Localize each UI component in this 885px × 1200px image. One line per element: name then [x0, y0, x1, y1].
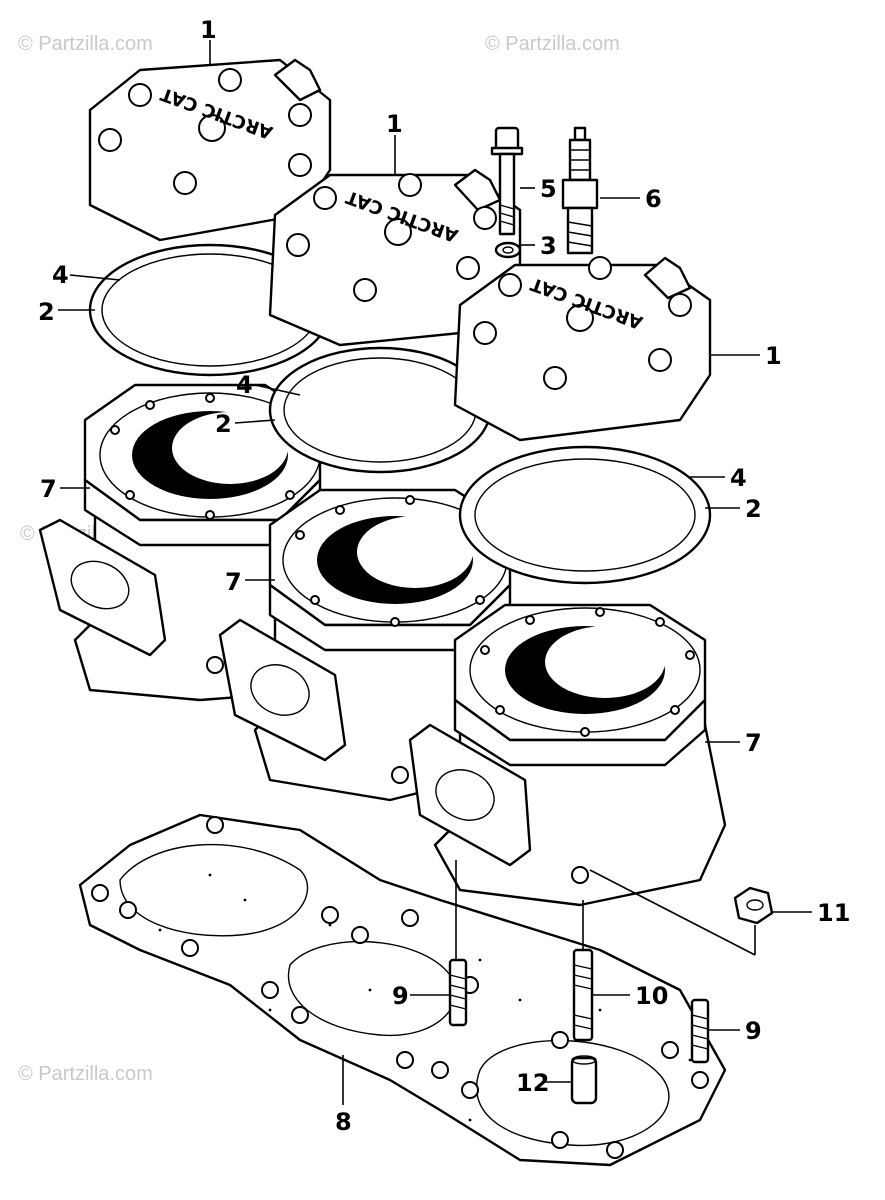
washer[interactable]	[494, 241, 522, 259]
callout-7-left: 7	[40, 475, 57, 503]
callouts: 1 1 1 4 2 4 2 4 2 5 3 6 7 7 7 8 9 10 9 1…	[38, 16, 850, 1136]
callout-5: 5	[540, 175, 557, 203]
base-gasket[interactable]	[78, 813, 727, 1167]
dowel-pin[interactable]	[570, 1055, 598, 1105]
callout-7-middle: 7	[225, 568, 242, 596]
watermark-top-right: © Partzilla.com	[485, 33, 620, 55]
callout-1-right-head: 1	[765, 342, 782, 370]
stud-long[interactable]	[572, 948, 594, 1042]
callout-11: 11	[817, 899, 850, 927]
callout-9-left: 9	[392, 982, 409, 1010]
callout-12: 12	[516, 1069, 549, 1097]
cylinder-right[interactable]	[408, 603, 727, 907]
head-bolt[interactable]	[490, 126, 524, 236]
stud-short-left[interactable]	[448, 958, 468, 1027]
flange-nut[interactable]	[733, 886, 774, 925]
leader-lines	[58, 40, 812, 1105]
callout-6: 6	[645, 185, 662, 213]
head-gasket-right[interactable]	[458, 445, 712, 585]
cylinder-head-left[interactable]: ARCTIC CAT	[88, 58, 332, 242]
callout-2-right: 2	[745, 495, 762, 523]
head-gasket-middle[interactable]	[268, 346, 492, 474]
callout-1-middle-head: 1	[386, 110, 403, 138]
callout-10: 10	[635, 982, 668, 1010]
callout-8: 8	[335, 1108, 352, 1136]
cylinder-head-middle[interactable]: ARCTIC CAT	[268, 168, 522, 347]
callout-7-right: 7	[745, 729, 762, 757]
callout-9-right: 9	[745, 1017, 762, 1045]
callout-4-middle: 4	[236, 371, 253, 399]
callout-4-left: 4	[52, 261, 69, 289]
callout-2-left: 2	[38, 298, 55, 326]
watermark-bottom-left: © Partzilla.com	[18, 1063, 153, 1085]
callout-2-middle: 2	[215, 410, 232, 438]
stud-short-right[interactable]	[690, 998, 710, 1064]
watermark-top-left: © Partzilla.com	[18, 33, 153, 55]
callout-1-left-head: 1	[200, 16, 217, 44]
callout-4-right: 4	[730, 464, 747, 492]
spark-plug[interactable]	[561, 126, 599, 255]
cylinder-head-right[interactable]: ARCTIC CAT	[453, 256, 712, 442]
callout-3: 3	[540, 232, 557, 260]
